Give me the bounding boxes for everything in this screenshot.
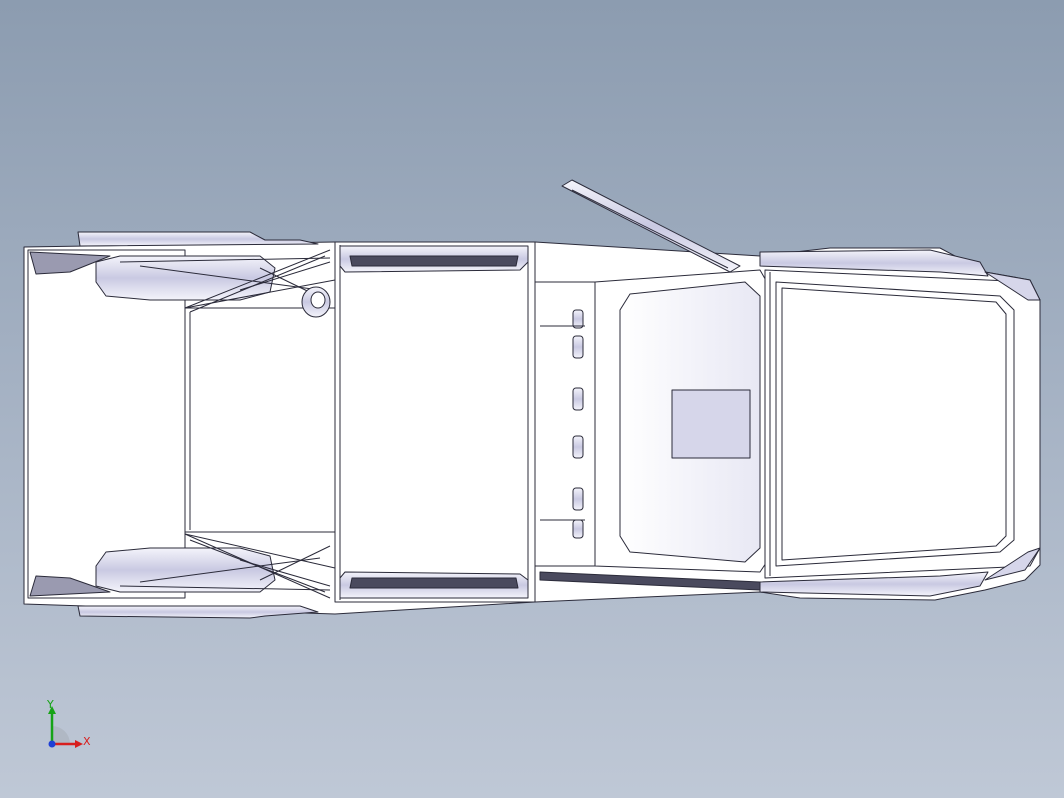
rear-bed-shadow-bottom	[29, 575, 111, 597]
rear-rail-bottom	[77, 605, 319, 619]
x-axis-label: X	[83, 735, 91, 748]
coordinate-triad: X Y	[38, 696, 98, 756]
mid-panel	[334, 241, 536, 603]
cage-diagonals-top	[119, 249, 336, 313]
front-corner-bottom	[984, 547, 1041, 581]
rear-wheel-arch-bottom	[95, 547, 276, 593]
triad-quarter-disc	[52, 726, 70, 744]
rear-bed-shadow-top	[29, 251, 111, 275]
rear-rail-top	[77, 231, 319, 247]
side-sill-bottom	[539, 571, 761, 591]
mid-bar-bottom-inner	[349, 577, 519, 589]
hood-inner	[775, 281, 1015, 567]
mid-bar-top-inner	[349, 255, 519, 267]
y-axis-label: Y	[47, 698, 54, 711]
dash-section	[534, 281, 596, 567]
rear-wheel-arch-top	[95, 255, 276, 301]
cage-diagonals-bottom	[119, 533, 336, 599]
open-door	[561, 179, 741, 273]
front-wheel-arch-top	[759, 249, 989, 277]
z-axis-dot	[48, 740, 56, 748]
rear-bed	[27, 249, 186, 599]
rear-inner-panel	[184, 307, 336, 533]
front-corner-top	[984, 271, 1041, 301]
dash-studs	[540, 309, 585, 539]
center-hatch	[671, 389, 751, 459]
